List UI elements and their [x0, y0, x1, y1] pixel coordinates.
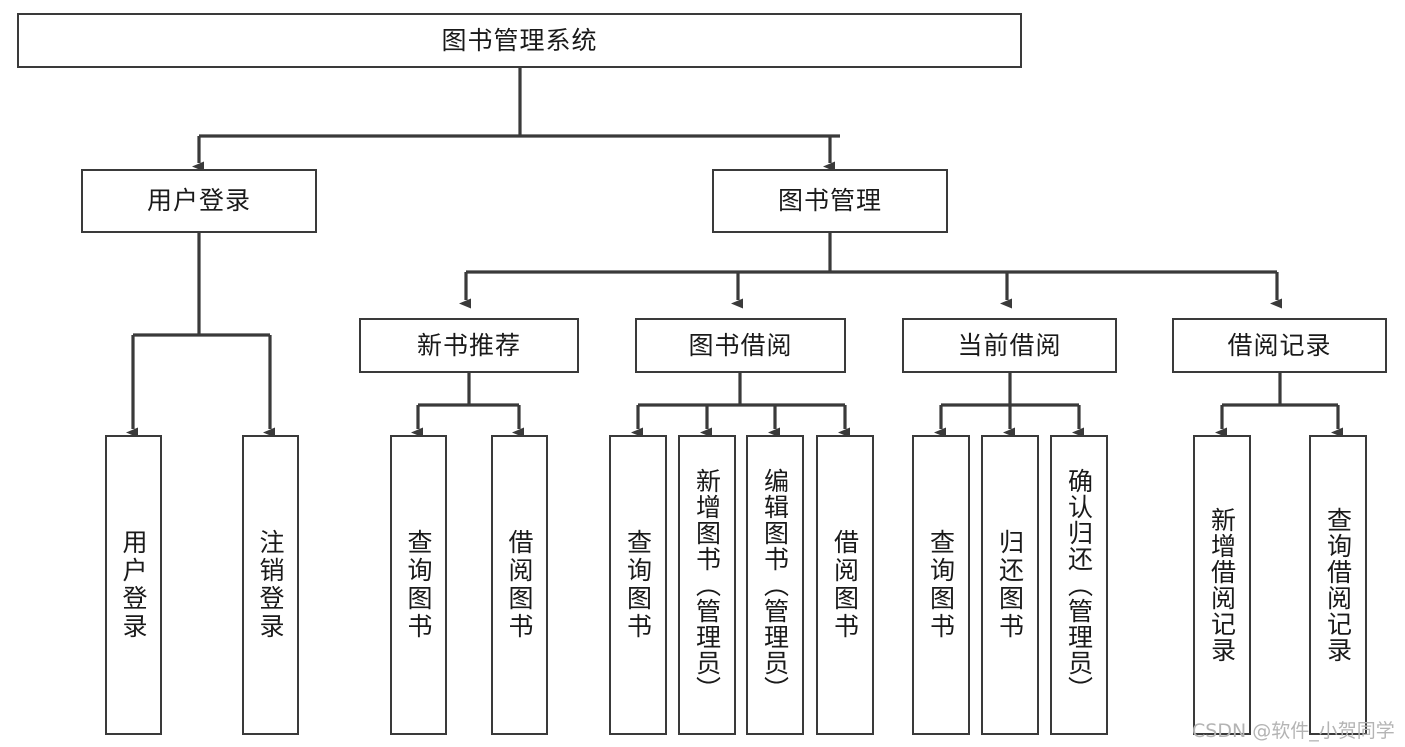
leaf-user-logout[interactable]: 注销登录 [242, 435, 299, 735]
node-current-borrow[interactable]: 当前借阅 [902, 318, 1117, 373]
leaf-return-book[interactable]: 归还图书 [981, 435, 1039, 735]
leaf-borrow-book-2[interactable]: 借阅图书 [816, 435, 874, 735]
leaf-query-book-2[interactable]: 查询图书 [609, 435, 667, 735]
node-book-manage[interactable]: 图书管理 [712, 169, 948, 233]
leaf-add-book[interactable]: 新增图书（管理员） [678, 435, 736, 735]
leaf-confirm-return[interactable]: 确认归还（管理员） [1050, 435, 1108, 735]
node-new-book-recommend[interactable]: 新书推荐 [359, 318, 579, 373]
leaf-borrow-book-1[interactable]: 借阅图书 [491, 435, 548, 735]
leaf-query-record[interactable]: 查询借阅记录 [1309, 435, 1367, 735]
node-book-borrow[interactable]: 图书借阅 [635, 318, 846, 373]
node-root[interactable]: 图书管理系统 [17, 13, 1022, 68]
leaf-user-login[interactable]: 用户登录 [105, 435, 162, 735]
leaf-query-book-1[interactable]: 查询图书 [390, 435, 447, 735]
leaf-query-book-3[interactable]: 查询图书 [912, 435, 970, 735]
node-borrow-record[interactable]: 借阅记录 [1172, 318, 1387, 373]
node-user-login[interactable]: 用户登录 [81, 169, 317, 233]
leaf-add-record[interactable]: 新增借阅记录 [1193, 435, 1251, 735]
csdn-watermark: CSDN @软件_小贺同学 [1192, 720, 1395, 742]
leaf-edit-book[interactable]: 编辑图书（管理员） [746, 435, 804, 735]
